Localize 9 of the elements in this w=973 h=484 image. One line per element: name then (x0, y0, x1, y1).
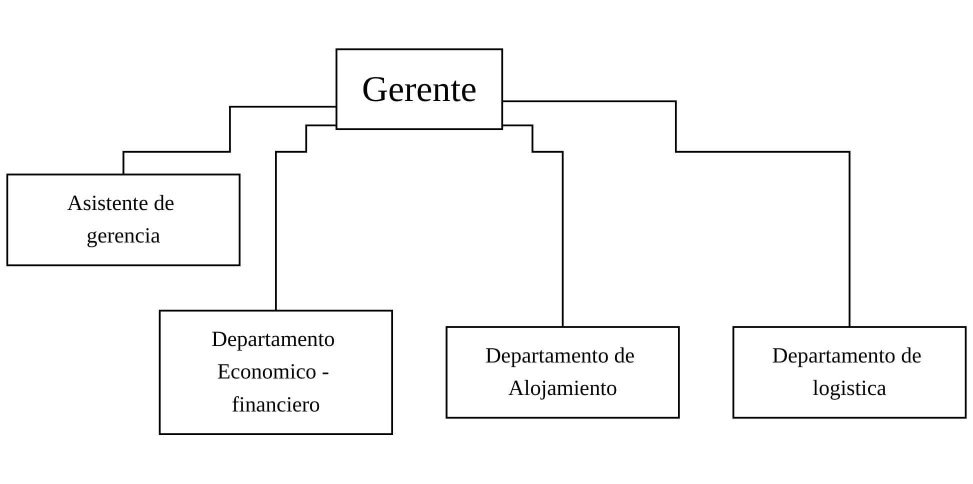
connector (502, 124, 564, 328)
node-box: Gerente (336, 48, 504, 130)
connector (275, 124, 336, 312)
connector (122, 106, 336, 176)
node-box: Departamento Economico - financiero (158, 310, 394, 436)
node-box: Asistente de gerencia (6, 174, 241, 266)
node-box: Departamento de logistica (732, 326, 967, 419)
node-box: Departamento de Alojamiento (446, 326, 680, 419)
connector (502, 100, 850, 328)
